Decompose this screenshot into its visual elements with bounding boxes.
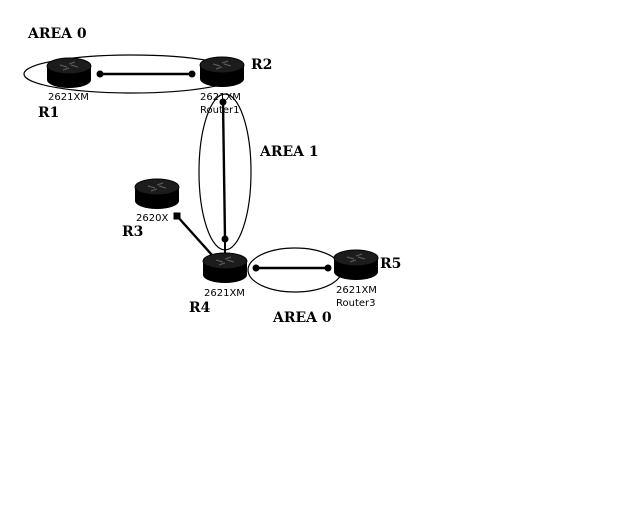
endpoint-dot <box>221 235 229 243</box>
model-label-r4: 2621XM <box>204 288 245 299</box>
link-r3-r4 <box>176 215 213 256</box>
router-name-r4: R4 <box>189 300 211 316</box>
area-label-area0-top: AREA 0 <box>27 26 87 42</box>
router-icon <box>134 178 180 209</box>
router-icon <box>333 249 379 280</box>
router-name-r2: R2 <box>251 57 272 73</box>
router-icon <box>46 57 92 88</box>
model-label-r1: 2621XM <box>48 92 89 103</box>
router-icon <box>202 252 248 283</box>
link-endpoints <box>96 70 332 272</box>
router-name-r3: R3 <box>122 224 143 240</box>
area-label-area0-bottom: AREA 0 <box>272 310 332 326</box>
hostname-label-r2: Router1 <box>200 105 240 116</box>
area-label-area1: AREA 1 <box>259 144 319 160</box>
links <box>100 72 328 270</box>
endpoint-dot <box>219 98 227 106</box>
endpoint-dot <box>252 264 260 272</box>
router-name-r1: R1 <box>38 105 59 121</box>
endpoint-dot <box>324 264 332 272</box>
router-r5[interactable] <box>333 249 379 280</box>
router-r1[interactable] <box>46 57 92 88</box>
hostname-label-r5: Router3 <box>336 298 376 309</box>
router-r2[interactable] <box>199 56 245 87</box>
router-icon <box>199 56 245 87</box>
endpoint-dot <box>188 70 196 78</box>
endpoint-dot <box>96 70 104 78</box>
router-name-r5: R5 <box>380 256 401 272</box>
endpoint-dot <box>173 212 181 220</box>
model-label-r5: 2621XM <box>336 285 377 296</box>
model-label-r2: 2621XM <box>200 92 241 103</box>
model-label-r3: 2620X <box>136 213 168 224</box>
router-r4[interactable] <box>202 252 248 283</box>
link-r2-r4 <box>221 101 227 240</box>
router-r3[interactable] <box>134 178 180 209</box>
